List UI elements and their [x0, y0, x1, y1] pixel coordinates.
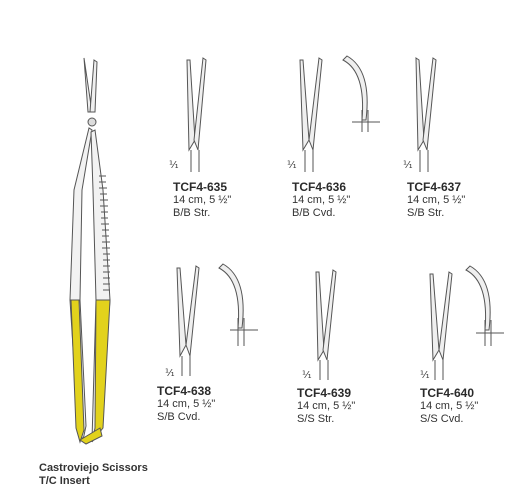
scale-mark: ¹⁄₁ — [165, 368, 175, 379]
castroviejo-scissors-illustration — [69, 57, 111, 445]
product-size: 14 cm, 5 ½" — [292, 194, 351, 206]
scale-mark: ¹⁄₁ — [403, 160, 413, 171]
product-type: B/B Cvd. — [292, 207, 336, 219]
product-item-639: TCF4-639 14 cm, 5 ½" S/S Str. — [297, 386, 407, 426]
product-type: S/S Str. — [297, 413, 335, 425]
product-size: 14 cm, 5 ½" — [173, 194, 232, 206]
product-subtitle: T/C Insert — [39, 475, 90, 487]
product-item-636: TCF4-636 14 cm, 5 ½" B/B Cvd. — [292, 180, 402, 220]
product-caption: Castroviejo Scissors T/C Insert — [39, 462, 148, 488]
product-item-637: TCF4-637 14 cm, 5 ½" S/B Str. — [407, 180, 517, 220]
product-size: 14 cm, 5 ½" — [407, 194, 466, 206]
product-code: TCF4-636 — [292, 180, 347, 194]
tip-illustration-639 — [315, 269, 337, 380]
product-code: TCF4-639 — [297, 386, 352, 400]
product-size: 14 cm, 5 ½" — [420, 400, 479, 412]
scale-mark: ¹⁄₁ — [287, 160, 297, 171]
tip-illustration-637 — [415, 57, 437, 172]
product-type: B/B Str. — [173, 207, 211, 219]
product-size: 14 cm, 5 ½" — [157, 398, 216, 410]
product-item-638: TCF4-638 14 cm, 5 ½" S/B Cvd. — [157, 384, 267, 424]
scale-mark: ¹⁄₁ — [169, 160, 179, 171]
product-type: S/B Str. — [407, 207, 445, 219]
product-type: S/S Cvd. — [420, 413, 464, 425]
product-code: TCF4-635 — [173, 180, 228, 194]
scale-mark: ¹⁄₁ — [420, 370, 430, 381]
product-item-635: TCF4-635 14 cm, 5 ½" B/B Str. — [173, 180, 283, 220]
product-type: S/B Cvd. — [157, 411, 201, 423]
product-name: Castroviejo Scissors — [39, 462, 148, 474]
product-item-640: TCF4-640 14 cm, 5 ½" S/S Cvd. — [420, 386, 517, 426]
product-code: TCF4-640 — [420, 386, 475, 400]
tip-illustration-638 — [176, 263, 258, 376]
product-code: TCF4-637 — [407, 180, 462, 194]
scale-mark: ¹⁄₁ — [302, 370, 312, 381]
product-size: 14 cm, 5 ½" — [297, 400, 356, 412]
tip-illustration-640 — [429, 265, 504, 380]
tip-illustration-635 — [186, 57, 207, 172]
product-code: TCF4-638 — [157, 384, 212, 398]
grip-serrations — [99, 175, 110, 291]
tip-illustration-636 — [299, 55, 380, 172]
